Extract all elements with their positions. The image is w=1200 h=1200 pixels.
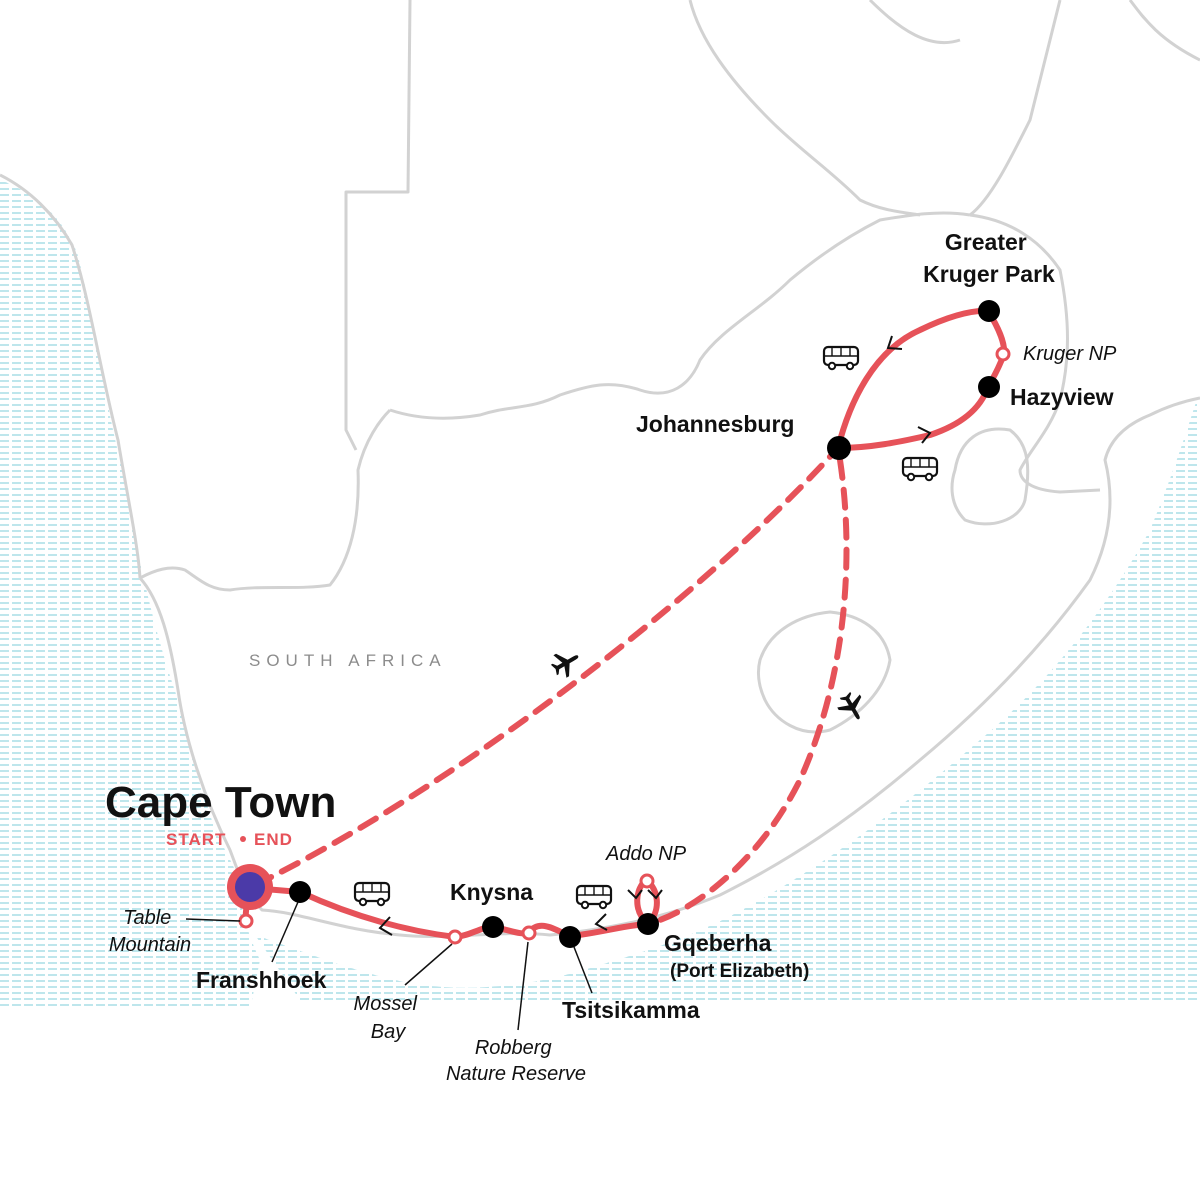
label-greater-kruger: Greater Kruger Park	[923, 229, 1055, 287]
label-franschhoek: Franshhoek	[196, 967, 327, 993]
label-gqeberha-sub: (Port Elizabeth)	[670, 961, 809, 982]
label-kruger-np: Kruger NP	[1023, 343, 1117, 365]
stop-greater-kruger	[978, 300, 1000, 322]
waypoint-addo	[639, 873, 655, 889]
stop-johannesburg	[827, 436, 851, 460]
stop-gqeberha	[637, 913, 659, 935]
label-robberg: Robberg Nature Reserve	[446, 1037, 586, 1085]
country-label: SOUTH AFRICA	[249, 651, 447, 670]
waypoint-table-mountain	[238, 913, 254, 929]
country-borders	[0, 0, 1200, 938]
label-knysna: Knysna	[450, 879, 533, 905]
ocean-west	[0, 170, 260, 1010]
label-start: START	[166, 830, 226, 849]
flight-route-johannesburg-gqeberha	[657, 457, 850, 923]
stops	[289, 300, 1000, 948]
ocean-south	[255, 390, 1200, 1000]
stop-tsitsikamma	[559, 926, 581, 948]
flight-route-cape-town-johannesburg	[252, 445, 841, 888]
label-hazyview: Hazyview	[1010, 384, 1114, 410]
start-marker-inner	[235, 872, 265, 902]
label-end: END	[254, 830, 293, 849]
stop-knysna	[482, 916, 504, 938]
bus-icon	[353, 881, 391, 907]
waypoint-robberg	[521, 925, 537, 941]
bus-icon	[575, 884, 613, 910]
leader-lines	[185, 901, 593, 1031]
label-cape-town: Cape Town	[105, 778, 336, 827]
bus-icon	[901, 456, 939, 482]
stop-hazyview	[978, 376, 1000, 398]
label-addo: Addo NP	[605, 843, 687, 865]
label-gqeberha: Gqeberha	[664, 930, 772, 956]
label-table-mountain: Table Mountain	[109, 907, 191, 956]
label-tsitsikamma: Tsitsikamma	[562, 997, 700, 1023]
start-end-separator	[240, 836, 246, 842]
direction-arrows	[378, 335, 932, 936]
label-mossel-bay: Mossel Bay	[354, 993, 423, 1043]
waypoint-mossel-bay	[447, 929, 463, 945]
stop-franschhoek	[289, 881, 311, 903]
waypoint-kruger-np	[995, 346, 1011, 362]
land-mass	[0, 0, 1200, 934]
bus-icon	[822, 345, 860, 371]
label-johannesburg: Johannesburg	[636, 411, 794, 437]
